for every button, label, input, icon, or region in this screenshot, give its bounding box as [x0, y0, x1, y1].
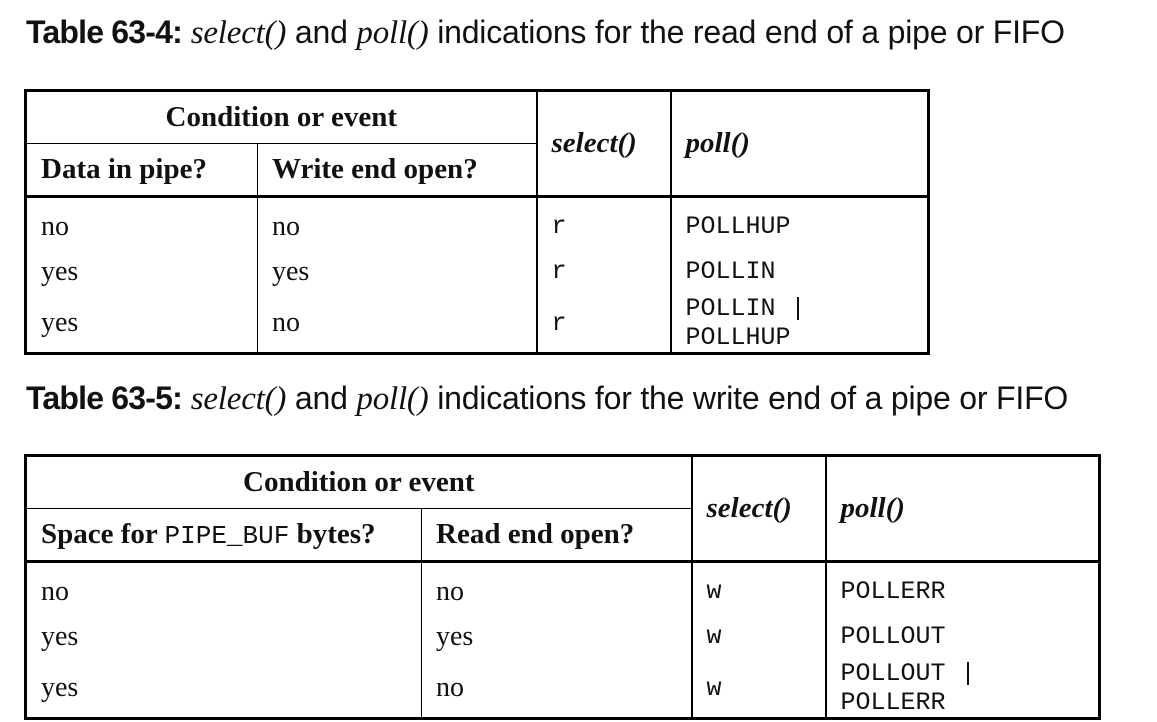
caption-label: Table 63-4: — [26, 14, 183, 50]
select-cell: w — [690, 561, 826, 614]
caption-poll-fn: poll() — [356, 15, 429, 51]
poll-cell: POLLHUP — [669, 196, 929, 249]
poll-cell: POLLERR — [824, 561, 1100, 614]
header-text-post: bytes? — [289, 518, 376, 550]
select-header: select() — [690, 455, 826, 563]
table-63-5: Condition or event select() poll() Space… — [24, 454, 1101, 720]
caption-and: and — [286, 380, 357, 416]
data-in-pipe-cell: yes — [41, 255, 79, 287]
table-row: yes yes r POLLIN — [26, 249, 929, 294]
select-cell: w — [690, 659, 826, 719]
caption-label: Table 63-5: — [26, 380, 183, 416]
select-cell: r — [535, 196, 671, 249]
table-63-5-caption: Table 63-5: select() and poll() indicati… — [26, 380, 1068, 418]
data-in-pipe-cell: no — [41, 210, 69, 242]
caption-and: and — [286, 14, 357, 50]
header-text-pre: Space for — [41, 518, 165, 550]
write-end-open-header: Write end open? — [257, 143, 537, 198]
table-63-4: Condition or event select() poll() Data … — [24, 89, 930, 355]
read-end-open-cell: yes — [421, 614, 692, 659]
caption-text: indications for the read end of a pipe o… — [428, 14, 1065, 50]
poll-cell: POLLOUT — [824, 614, 1100, 659]
data-in-pipe-cell: yes — [41, 307, 79, 338]
select-cell: r — [535, 249, 671, 294]
caption-select-fn: select() — [190, 15, 287, 51]
read-end-open-cell: no — [421, 659, 692, 719]
select-cell: r — [535, 294, 671, 354]
table-63-4-caption: Table 63-4: select() and poll() indicati… — [26, 14, 1065, 52]
caption-select-fn: select() — [190, 381, 287, 417]
select-header: select() — [535, 90, 671, 198]
caption-poll-fn: poll() — [356, 381, 429, 417]
table-row: yes no r POLLIN | POLLHUP — [26, 294, 929, 354]
poll-cell: POLLOUT | POLLERR — [824, 659, 1100, 719]
write-end-open-cell: yes — [257, 249, 537, 294]
table-row: yes yes w POLLOUT — [26, 614, 1100, 659]
data-in-pipe-header: Data in pipe? — [25, 143, 258, 198]
group-header: Condition or event — [25, 90, 537, 144]
space-for-pipe-buf-header: Space for PIPE_BUF bytes? — [25, 508, 422, 563]
pipe-buf-code: PIPE_BUF — [164, 521, 290, 551]
select-cell: w — [690, 614, 826, 659]
space-cell: yes — [41, 620, 79, 652]
poll-cell: POLLIN | POLLHUP — [669, 294, 929, 354]
table-row: no no r POLLHUP — [26, 196, 929, 249]
space-cell: yes — [41, 672, 79, 703]
poll-header: poll() — [824, 455, 1100, 563]
caption-text: indications for the write end of a pipe … — [428, 380, 1069, 416]
table-row: no no w POLLERR — [26, 561, 1100, 614]
write-end-open-cell: no — [257, 196, 537, 249]
poll-header: poll() — [669, 90, 929, 198]
table-row: yes no w POLLOUT | POLLERR — [26, 659, 1100, 719]
poll-cell: POLLIN — [669, 249, 929, 294]
space-cell: no — [41, 575, 69, 607]
write-end-open-cell: no — [257, 294, 537, 354]
read-end-open-header: Read end open? — [421, 508, 692, 563]
group-header: Condition or event — [25, 455, 692, 509]
read-end-open-cell: no — [421, 561, 692, 614]
